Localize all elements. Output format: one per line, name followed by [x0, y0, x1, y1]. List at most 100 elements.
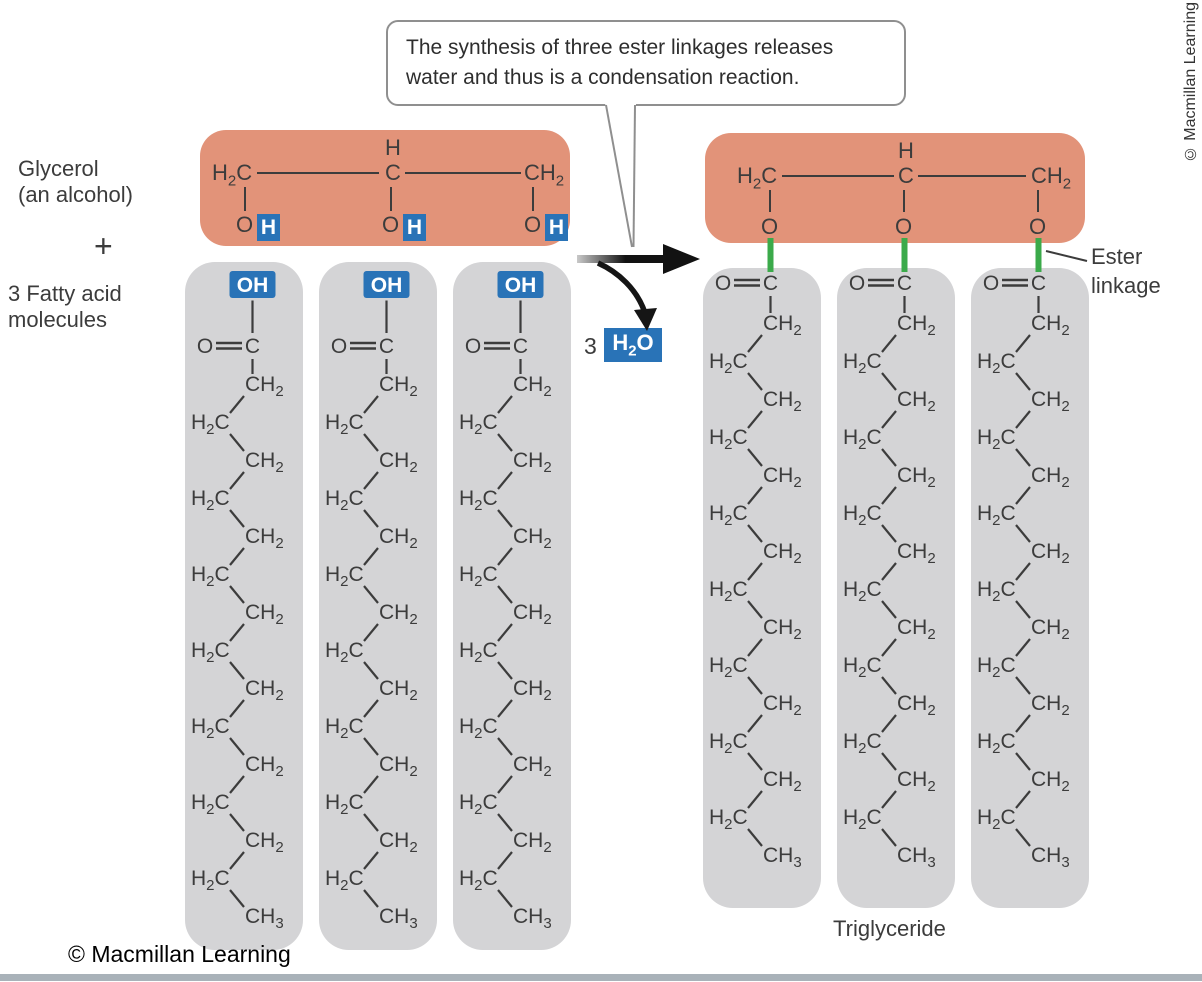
chain-group: CH2: [763, 388, 802, 415]
bond-line: [229, 775, 245, 794]
chain-group: H2C: [709, 654, 748, 681]
bond-line: [1037, 190, 1040, 212]
chain-group: CH2: [897, 692, 936, 719]
bond-line: [1015, 752, 1031, 771]
chain-group: H2C: [843, 350, 882, 377]
water-badge: H2O: [604, 328, 662, 362]
bond-line: [363, 433, 379, 452]
bond-line: [747, 486, 763, 505]
ester-o: O: [1029, 214, 1047, 239]
chain-group: CH2: [245, 601, 284, 628]
chain-group: H2C: [325, 715, 364, 742]
water-coefficient: 3: [584, 333, 597, 359]
callout-pointer-edge: [632, 104, 636, 248]
chain-group: H2C: [191, 791, 230, 818]
bond-line: [363, 623, 379, 642]
chain-group: H2C: [843, 578, 882, 605]
chain-group: H2C: [459, 487, 498, 514]
bond-line: [918, 175, 1026, 178]
bond-line: [1015, 714, 1031, 733]
chain-group: CH2: [513, 677, 552, 704]
bond-line: [747, 334, 763, 353]
glycerol-o: O: [236, 212, 254, 237]
bond-line: [747, 790, 763, 809]
copyright-side: © Macmillan Learning: [1182, 2, 1199, 163]
hydroxyl-h: H: [406, 215, 423, 239]
chain-group: H2C: [709, 730, 748, 757]
glycerol-box-reactant: H2C H C CH2 O O O H H H: [200, 130, 570, 246]
bond-line: [497, 889, 513, 908]
chain-group: CH2: [379, 677, 418, 704]
bond-line: [497, 395, 513, 414]
bond-line: [229, 471, 245, 490]
chain-group: CH2: [1031, 540, 1070, 567]
bond-line: [497, 471, 513, 490]
chain-group: CH3: [379, 905, 418, 932]
chain-group: CH2: [379, 829, 418, 856]
fatty-acid-label-line1: 3 Fatty acid: [8, 281, 122, 306]
callout-text: The synthesis of three ester linkages re…: [406, 36, 834, 89]
bond-line: [229, 661, 245, 680]
bond-line: [363, 775, 379, 794]
bond-line: [881, 524, 897, 543]
bond-line: [747, 410, 763, 429]
bond-line: [747, 714, 763, 733]
carboxyl-c: C: [513, 335, 528, 358]
bond-line: [747, 372, 763, 391]
chain-group: H2C: [325, 867, 364, 894]
bond-line: [881, 448, 897, 467]
glycerol-c1: H2C: [737, 163, 778, 193]
callout-pointer: [605, 103, 636, 248]
chain-group: CH2: [379, 525, 418, 552]
chain-group: H2C: [191, 563, 230, 590]
bond-line: [363, 889, 379, 908]
chain-group: H2C: [977, 578, 1016, 605]
bond-line: [1015, 448, 1031, 467]
carboxyl-c: C: [1031, 272, 1046, 295]
chain-group: CH2: [763, 312, 802, 339]
bond-line: [497, 737, 513, 756]
chain-group: CH2: [379, 753, 418, 780]
bond-line: [497, 509, 513, 528]
bond-line: [747, 638, 763, 657]
bond-line: [769, 190, 772, 212]
chain-group: CH2: [763, 540, 802, 567]
chain-group: H2C: [843, 806, 882, 833]
ester-linkage-label-line1: Ester: [1091, 244, 1143, 269]
chain-group: H2C: [459, 867, 498, 894]
chain-group: H2C: [709, 806, 748, 833]
carboxyl-c: C: [763, 272, 778, 295]
chain-group: H2C: [325, 411, 364, 438]
chain-group: CH2: [897, 388, 936, 415]
reaction-arrow-shaft: [577, 255, 665, 263]
carboxyl-o: O: [331, 335, 347, 358]
bond-line: [1015, 676, 1031, 695]
bond-line: [1015, 600, 1031, 619]
chain-group: H2C: [325, 791, 364, 818]
chain-group: CH2: [245, 373, 284, 400]
carboxyl-c: C: [897, 272, 912, 295]
bond-line: [881, 828, 897, 847]
bond-line: [229, 813, 245, 832]
bond-line: [229, 623, 245, 642]
glycerol-label-line1: Glycerol: [18, 156, 99, 181]
glycerol-o: O: [524, 212, 542, 237]
bond-line: [497, 585, 513, 604]
chain-group: CH2: [379, 449, 418, 476]
bond-line: [1015, 486, 1031, 505]
ester-o: O: [895, 214, 913, 239]
chain-group: CH2: [897, 312, 936, 339]
hydroxyl-h: H: [548, 215, 565, 239]
hydroxyl-oh-badge: [363, 271, 410, 298]
chain-group: CH3: [513, 905, 552, 932]
bond-line: [497, 813, 513, 832]
glycerol-o: O: [382, 212, 400, 237]
callout-pointer-edge: [605, 104, 633, 248]
carboxyl-o: O: [983, 272, 999, 295]
hydroxyl-h-badge: H: [545, 214, 568, 241]
bond-line: [532, 187, 535, 211]
